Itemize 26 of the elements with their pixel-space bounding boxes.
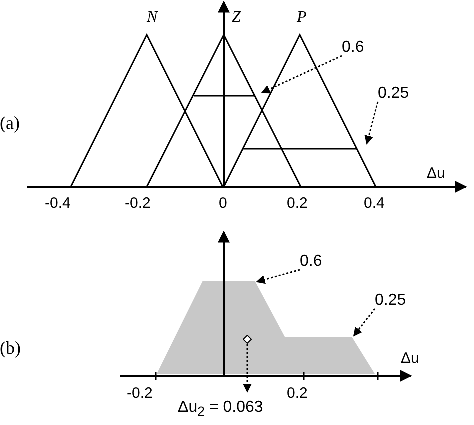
centroid-marker — [243, 335, 252, 344]
curve-label: P — [297, 10, 307, 26]
panel-label: (a) — [0, 114, 20, 132]
axis-title: Δu — [427, 166, 446, 181]
arrow — [243, 344, 252, 393]
tick-label: -0.4 — [45, 196, 71, 211]
curve-label: Z — [232, 10, 241, 26]
leader-line — [353, 308, 376, 337]
leader-line — [364, 102, 379, 145]
callout-label: 0.6 — [300, 254, 322, 270]
leader-line — [256, 269, 300, 284]
tick-label: -0.2 — [125, 196, 151, 211]
panel-label: (b) — [0, 339, 21, 357]
callout-label: 0.6 — [342, 40, 364, 56]
tick-label: 0.4 — [364, 196, 385, 211]
leader-line — [261, 55, 342, 94]
shaded-area — [157, 281, 375, 374]
callout-label: 0.25 — [378, 86, 410, 102]
tick-label: 0.2 — [287, 196, 308, 211]
callout-label: 0.25 — [375, 293, 406, 309]
tick-label: -0.2 — [127, 386, 153, 401]
tick-label: 0.2 — [287, 386, 308, 401]
curve-label: N — [147, 10, 158, 26]
axis-title: Δu — [401, 351, 420, 366]
result-label: Δu$_{2}$ = 0.063 — [178, 400, 264, 419]
tick-label: 0 — [219, 196, 228, 211]
